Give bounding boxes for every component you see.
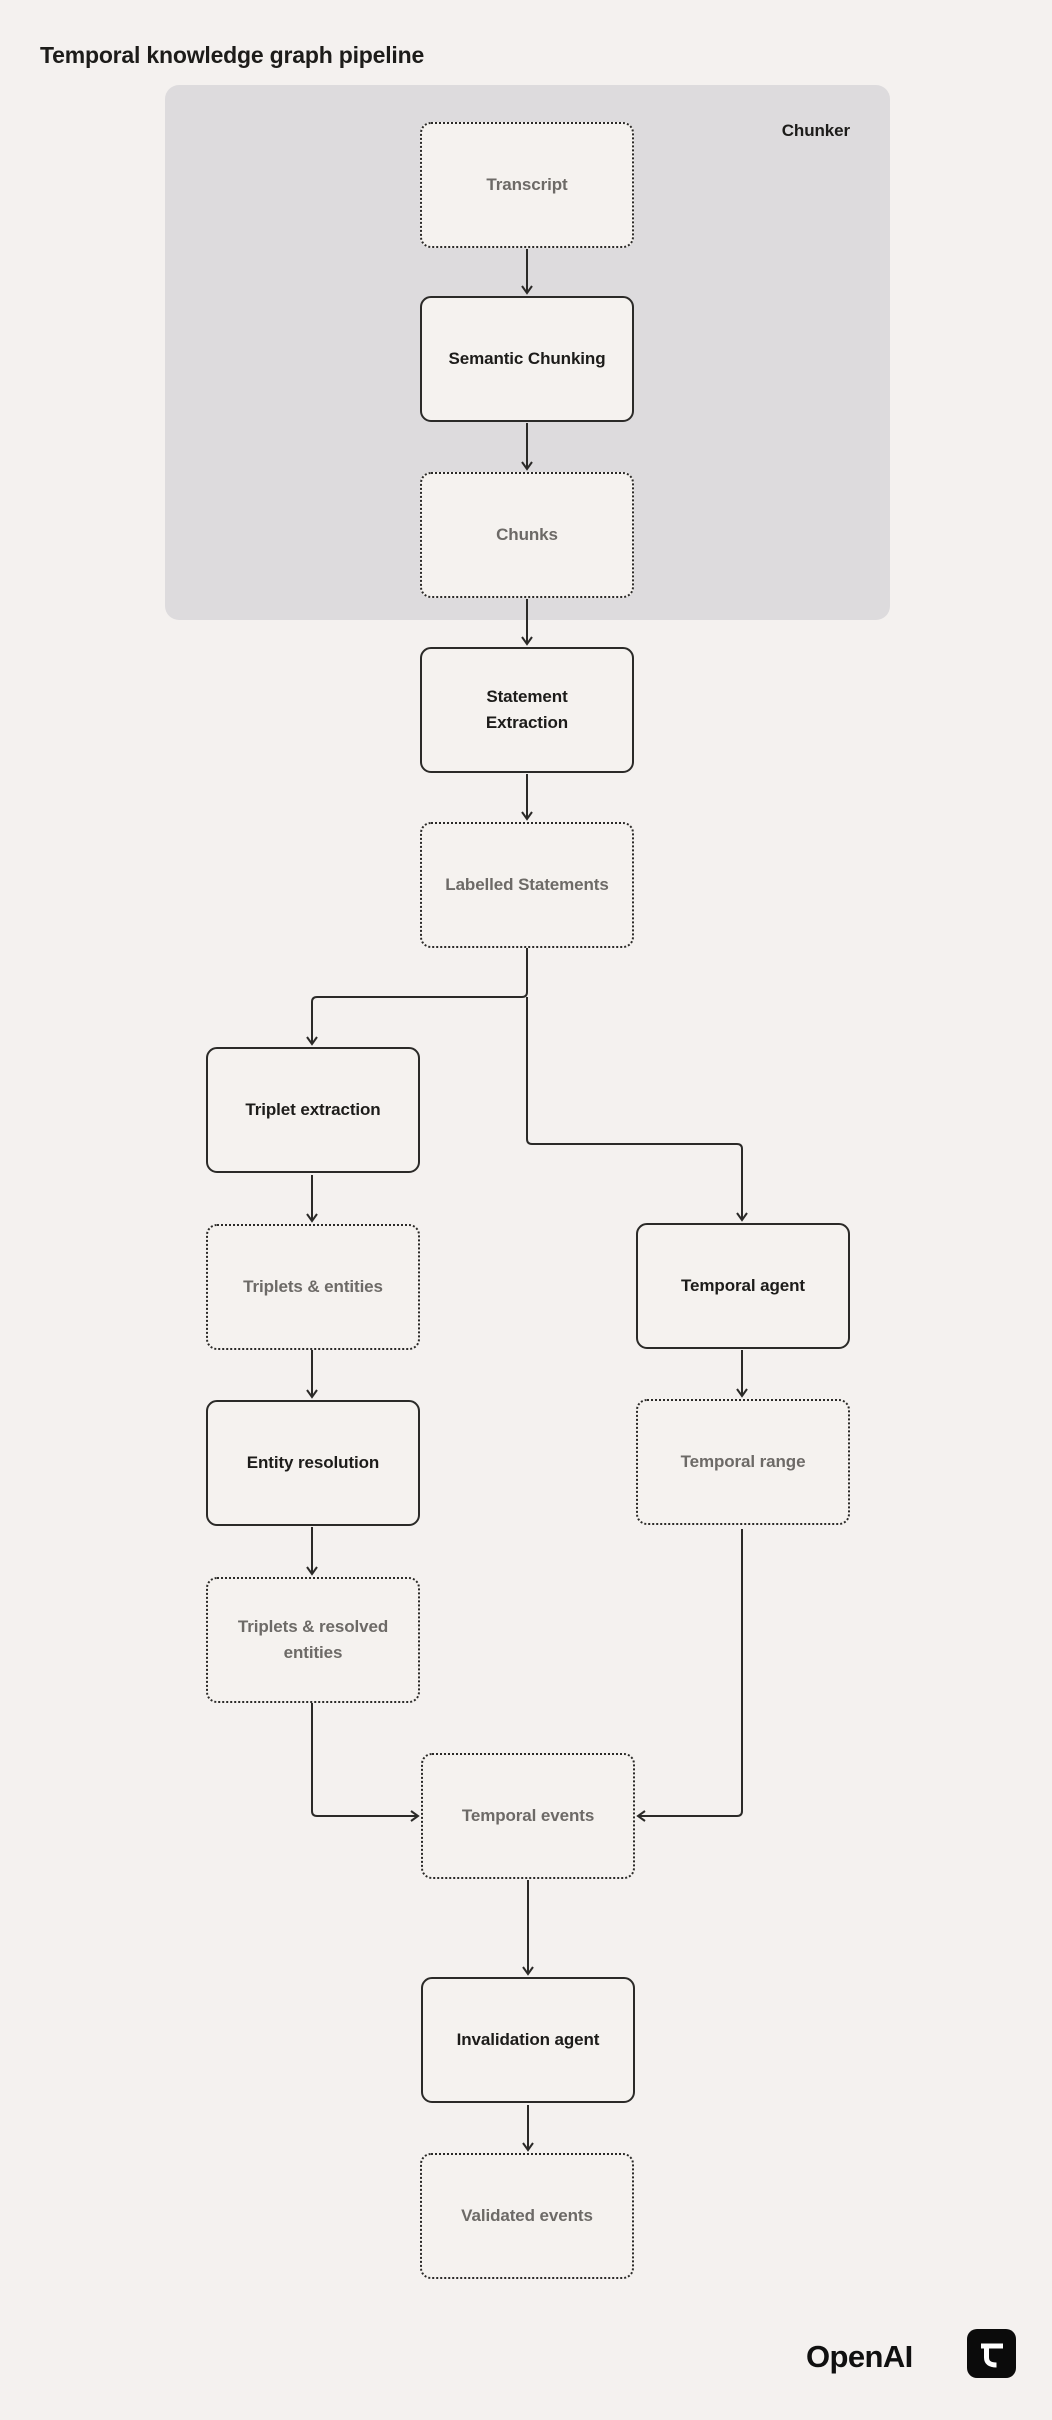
- edge-resolved-temporal-events: [311, 1703, 420, 1822]
- node-temporal-range-label: Temporal range: [680, 1451, 806, 1471]
- node-entity-resolution-label: Entity resolution: [246, 1452, 380, 1472]
- node-temporal-range: Temporal range: [636, 1399, 850, 1525]
- node-temporal-events: Temporal events: [421, 1753, 635, 1879]
- node-entity-resolution: Entity resolution: [206, 1400, 420, 1526]
- chunker-group-label: Chunker: [781, 121, 850, 140]
- node-temporal-agent-label: Temporal agent: [681, 1275, 805, 1295]
- node-invalidation-agent: Invalidation agent: [421, 1977, 635, 2103]
- node-triplets-resolved-entities-label: Triplets & resolved entities: [237, 1616, 389, 1662]
- node-triplet-extraction: Triplet extraction: [206, 1047, 420, 1173]
- node-triplets-resolved-entities: Triplets & resolved entities: [206, 1577, 420, 1703]
- node-chunks-label: Chunks: [496, 524, 558, 544]
- node-chunks: Chunks: [420, 472, 634, 598]
- node-triplets-entities-label: Triplets & entities: [243, 1276, 383, 1296]
- node-statement-extraction-label: Statement Extraction: [485, 686, 569, 732]
- page-title: Temporal knowledge graph pipeline: [40, 42, 425, 68]
- node-validated-events-label: Validated events: [461, 2205, 593, 2225]
- node-temporal-agent: Temporal agent: [636, 1223, 850, 1349]
- node-validated-events: Validated events: [420, 2153, 634, 2279]
- node-labelled-statements: Labelled Statements: [420, 822, 634, 948]
- node-semantic-chunking: Semantic Chunking: [420, 296, 634, 422]
- node-transcript-label: Transcript: [486, 174, 568, 194]
- brand-badge-t-icon: [981, 2343, 1003, 2368]
- openai-wordmark: OpenAI: [806, 2339, 913, 2374]
- node-invalidation-agent-label: Invalidation agent: [456, 2029, 600, 2049]
- node-temporal-events-label: Temporal events: [461, 1805, 595, 1825]
- node-transcript: Transcript: [420, 122, 634, 248]
- edge-labelled-triplet: [306, 948, 528, 1046]
- edge-range-temporal-events: [636, 1529, 743, 1822]
- node-triplet-extraction-label: Triplet extraction: [245, 1099, 381, 1119]
- node-labelled-statements-label: Labelled Statements: [445, 874, 609, 894]
- node-triplets-entities: Triplets & entities: [206, 1224, 420, 1350]
- node-semantic-chunking-label: Semantic Chunking: [448, 348, 606, 368]
- edge-labelled-temporal-agent: [526, 997, 748, 1222]
- brand-badge: [967, 2329, 1016, 2378]
- node-statement-extraction: Statement Extraction: [420, 647, 634, 773]
